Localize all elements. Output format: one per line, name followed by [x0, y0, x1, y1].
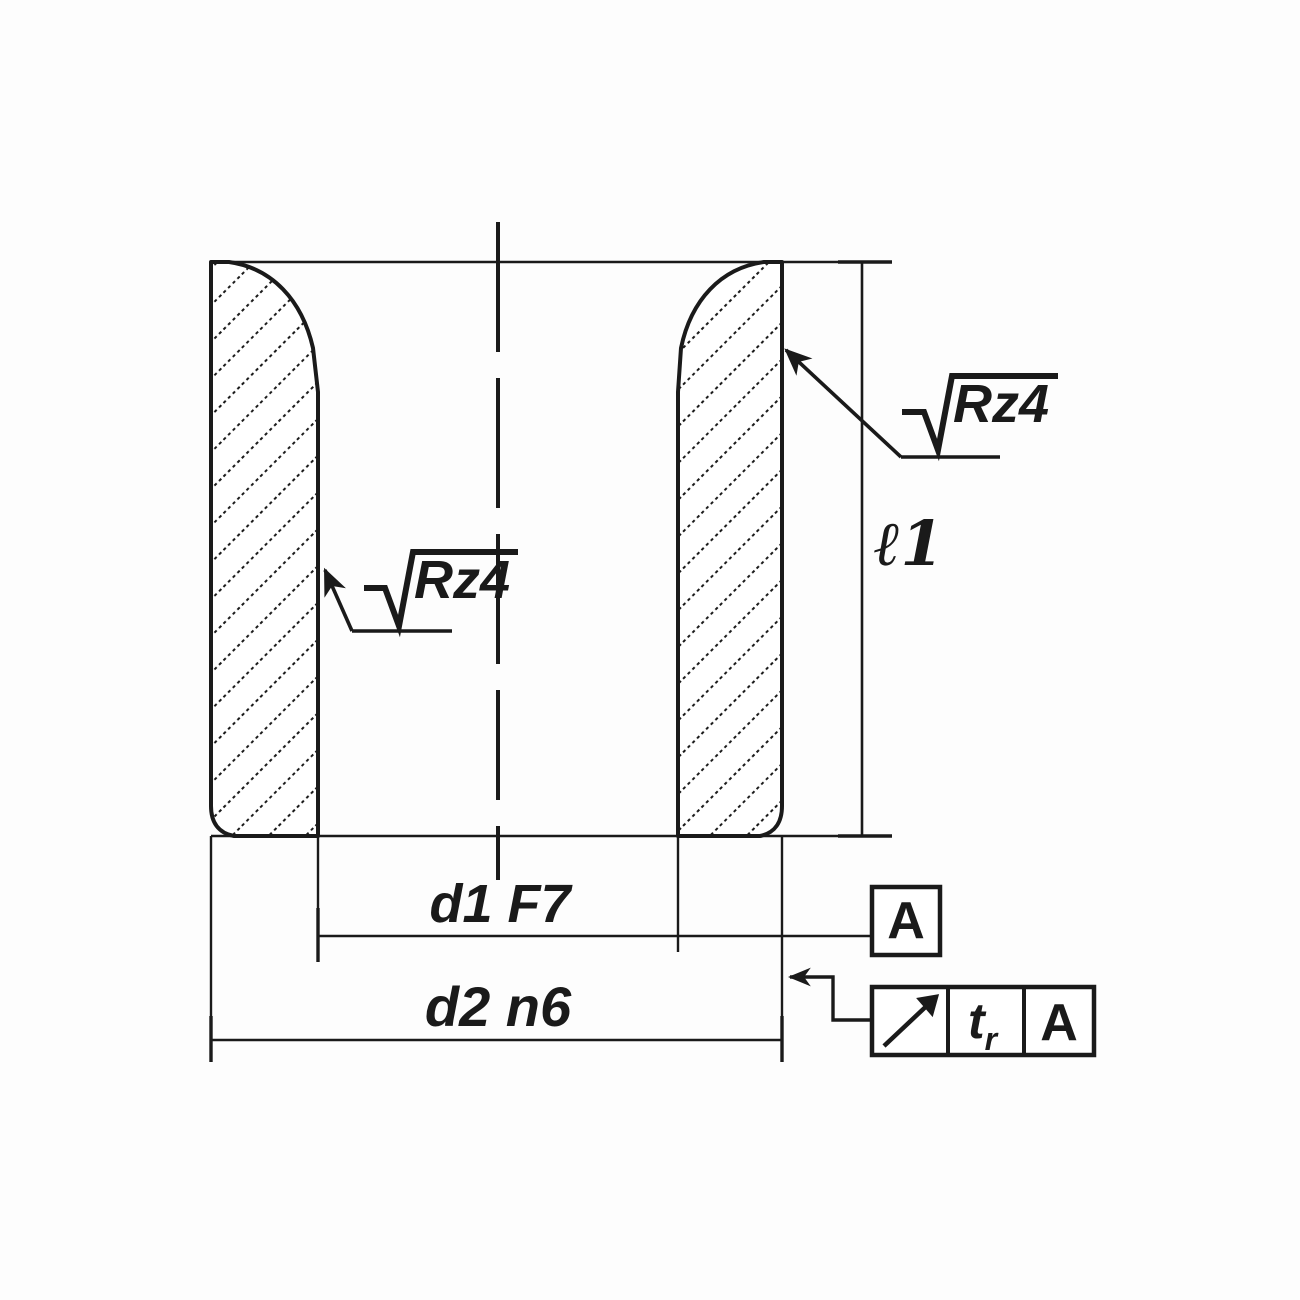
dimension-label-l1: ℓ1: [874, 507, 944, 580]
datum-letter: A: [887, 892, 925, 950]
feature-control-datum-letter: A: [1040, 994, 1078, 1052]
dimension-d2: d2 n6: [209, 975, 784, 1062]
tolerance-value-base: t: [968, 993, 987, 1049]
left-wall-outline: [209, 260, 320, 838]
dimension-d1: d1 F7: [316, 874, 782, 962]
right-wall-outline: [676, 260, 784, 838]
datum-feature-symbol: A: [782, 884, 943, 958]
surface-finish-outer: Rz4: [784, 348, 1058, 462]
radical-icon-inner: [364, 549, 518, 638]
surface-finish-outer-leader: [784, 348, 903, 459]
right-wall-section: [676, 260, 784, 838]
dimension-l1: ℓ1: [838, 260, 944, 838]
surface-finish-inner-label: Rz4: [414, 550, 510, 610]
radical-icon-outer: [902, 373, 1058, 462]
feature-control-frame-leader: [788, 967, 872, 1022]
tolerance-value-label: tr: [968, 993, 999, 1057]
surface-finish-outer-label: Rz4: [953, 374, 1049, 434]
dimension-label-d2: d2 n6: [425, 975, 572, 1038]
surface-finish-inner: Rz4: [323, 549, 518, 638]
dimension-label-d1: d1 F7: [429, 874, 573, 934]
datum-box: [869, 884, 943, 958]
surface-finish-inner-leader: [323, 567, 354, 632]
tolerance-value-subscript: r: [985, 1021, 999, 1057]
feature-control-frame: tr A: [788, 967, 1097, 1058]
left-wall-section: [209, 260, 320, 838]
circular-runout-icon: [882, 994, 940, 1048]
